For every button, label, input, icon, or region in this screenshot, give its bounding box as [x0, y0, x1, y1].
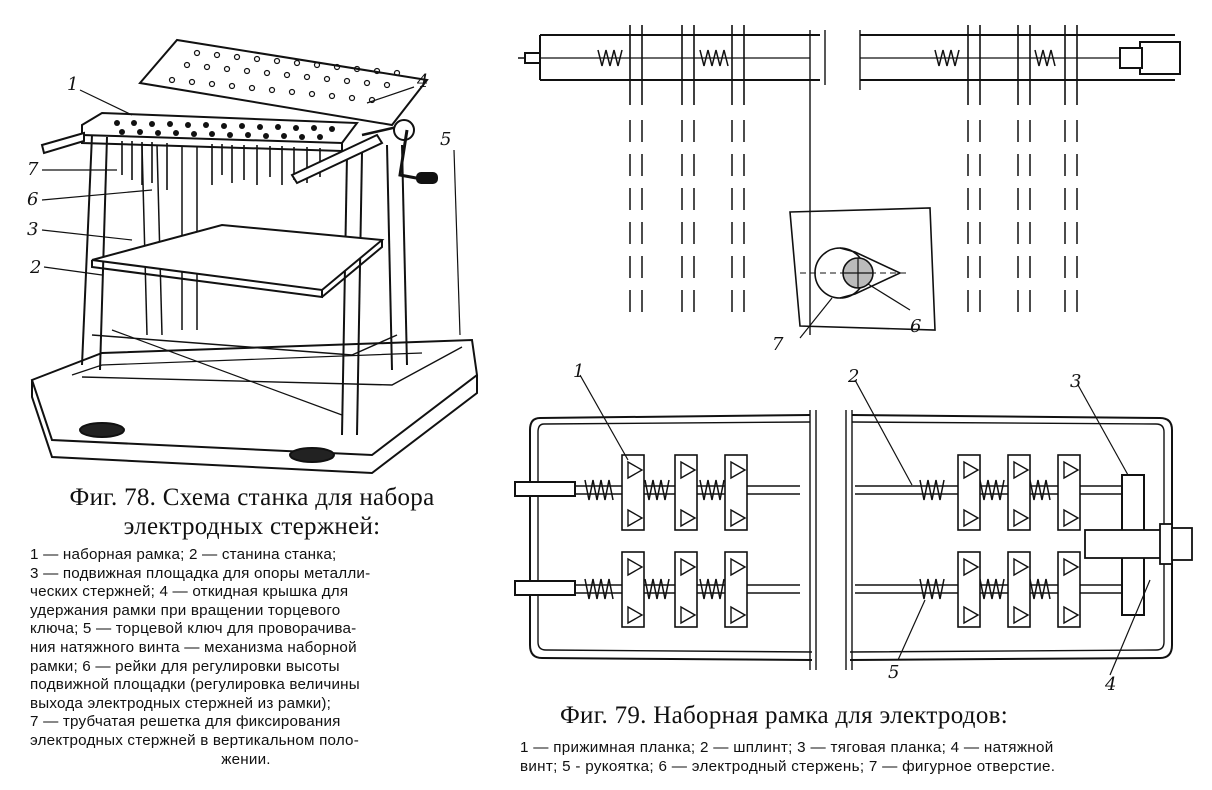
fig79-label-4: 4 [1104, 674, 1116, 692]
fig79-label-5: 5 [888, 662, 899, 683]
fig78-caption-title: Фиг. 78. Схема станка для набора электро… [22, 483, 482, 541]
fig78-label-1: 1 [67, 74, 78, 95]
fig78-title-line-2: электродных стержней: [123, 513, 381, 540]
fig78-legend-line: рамки; 6 — рейки для регулировки высоты [30, 657, 340, 675]
fig78-legend-line: 1 — наборная рамка; 2 — станина станка; [30, 546, 337, 563]
fig78-legend-line: электродных стержней в вертикальном поло… [30, 731, 359, 749]
fig79-label-6: 6 [910, 316, 921, 337]
fig78-label-2: 2 [29, 257, 41, 278]
fig78-label-3: 3 [27, 219, 38, 240]
fig78-legend-line: подвижной площадки (регулировка величины [30, 676, 360, 694]
fig79-label-3: 3 [1070, 371, 1081, 392]
fig78-legend-line: ния натяжного винта — механизма наборной [30, 638, 357, 656]
fig79-caption-title: Фиг. 79. Наборная рамка для электродов: [560, 702, 1008, 729]
fig78-legend-line: жении. [221, 750, 271, 768]
fig78-legend-line: 3 — подвижная площадка для опоры металли… [30, 564, 371, 582]
fig78-machine-drawing: 1 4 5 7 6 3 2 [27, 38, 479, 475]
fig78-legend-line: удержания рамки при вращении торцевого [30, 601, 341, 619]
fig79-legend-line: 1 — прижимная планка; 2 — шплинт; 3 — тя… [520, 739, 1054, 756]
fig78-legend-line: ческих стержней; 4 — откидная крышка для [30, 583, 349, 601]
fig78-legend: 1 — наборная рамка; 2 — станина станка; … [30, 546, 462, 769]
fig79-frame-drawing: 6 7 1 2 3 5 4 [514, 25, 1193, 692]
fig79-label-7: 7 [772, 334, 784, 355]
fig78-legend-line: ключа; 5 — торцевой ключ для проворачива… [30, 620, 357, 638]
fig79-label-2: 2 [847, 366, 859, 387]
fig78-legend-line: 7 — трубчатая решетка для фиксирования [30, 713, 341, 731]
fig79-legend-line: винт; 5 - рукоятка; 6 — электродный стер… [520, 758, 1056, 775]
fig78-legend-line: выхода электродных стержней из рамки); [30, 694, 332, 712]
fig79-legend: 1 — прижимная планка; 2 — шплинт; 3 — тя… [520, 738, 1200, 776]
fig78-title-line-1: Фиг. 78. Схема станка для набора [69, 484, 435, 511]
fig78-label-5: 5 [440, 129, 451, 150]
fig78-label-4: 4 [416, 71, 428, 92]
fig78-label-6: 6 [27, 189, 38, 210]
fig78-label-7: 7 [27, 159, 39, 180]
fig79-label-1: 1 [573, 361, 584, 382]
